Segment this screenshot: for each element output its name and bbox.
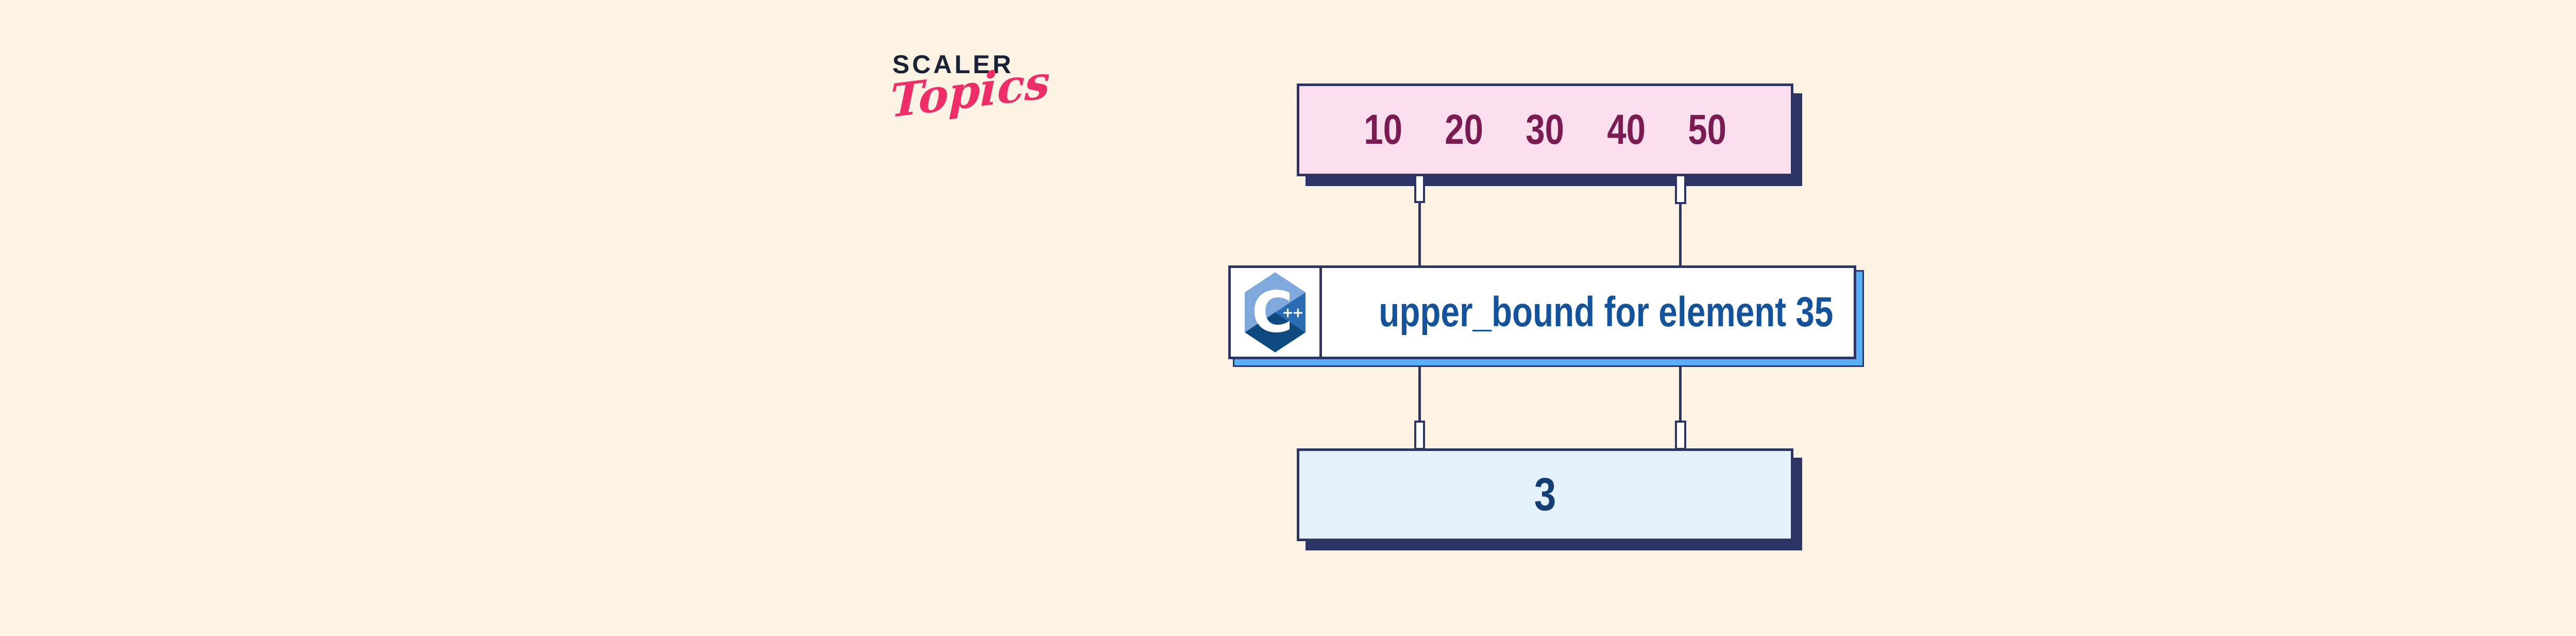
connector-stub-bottom-left xyxy=(1414,421,1425,450)
connector-stub-top-left xyxy=(1414,174,1425,203)
cpp-letter: C xyxy=(1251,279,1293,345)
function-box: C ++ upper_bound for element 35 xyxy=(1228,265,1856,359)
array-value: 30 xyxy=(1526,106,1565,153)
result-value: 3 xyxy=(1534,468,1556,521)
scaler-brand-text: SCALER xyxy=(892,50,1014,79)
connector-line-bottom-right xyxy=(1679,367,1682,422)
cpp-logo-cell: C ++ xyxy=(1231,268,1322,357)
array-box: 10 20 30 40 50 xyxy=(1297,83,1793,176)
connector-line-top-right xyxy=(1679,203,1682,267)
connector-stub-top-right xyxy=(1675,174,1686,204)
scaler-topics-logo: SCALER Topics xyxy=(890,49,1050,163)
cpp-plusplus: ++ xyxy=(1282,305,1302,321)
array-value: 10 xyxy=(1364,106,1402,153)
array-value: 20 xyxy=(1445,106,1484,153)
result-box: 3 xyxy=(1297,448,1793,541)
connector-stub-bottom-right xyxy=(1675,421,1686,450)
function-label: upper_bound for element 35 xyxy=(1379,289,1834,336)
array-value: 40 xyxy=(1606,106,1646,153)
cpp-logo-icon: C ++ xyxy=(1245,272,1306,353)
connector-line-top-left xyxy=(1418,202,1421,267)
function-label-cell: upper_bound for element 35 xyxy=(1322,268,1890,357)
connector-line-bottom-left xyxy=(1418,367,1421,422)
array-value: 50 xyxy=(1688,106,1726,153)
